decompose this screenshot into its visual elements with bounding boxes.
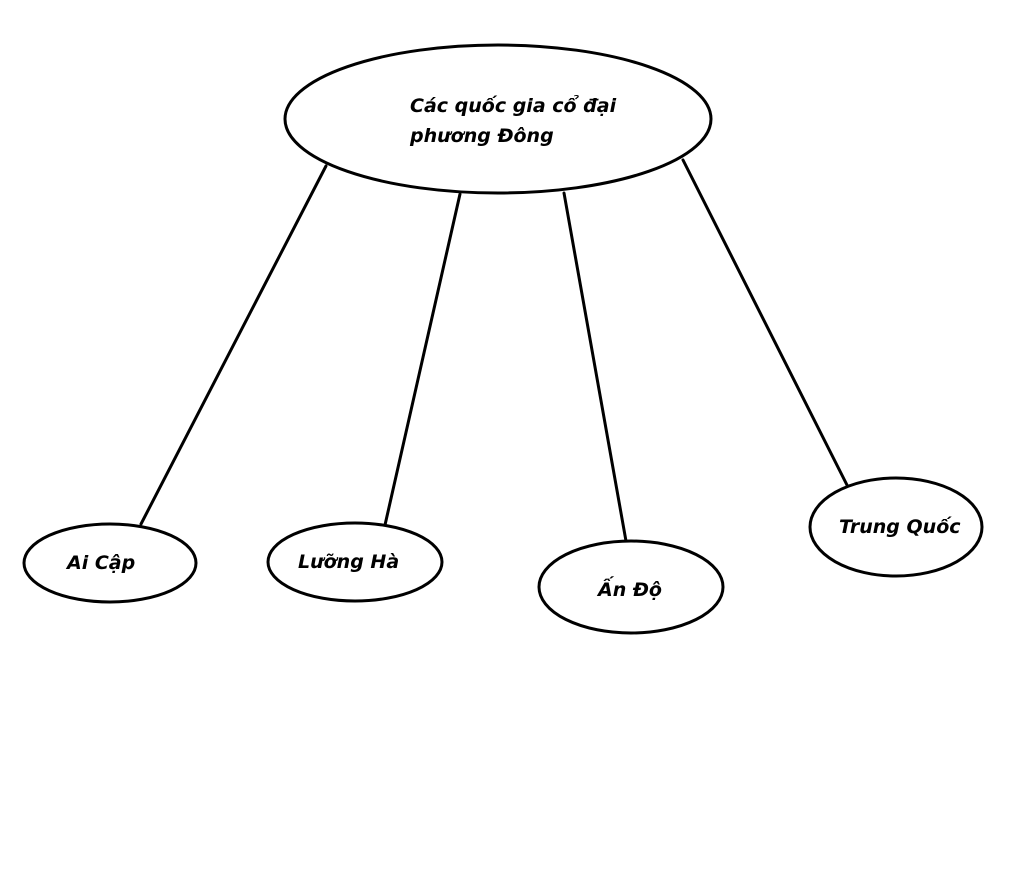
node-an-do: Ấn Độ: [537, 539, 725, 635]
edge-root-luong-ha: [383, 192, 462, 527]
node-luong-ha-ellipse: [266, 521, 444, 603]
node-root-label-line-1: Các quốc gia cổ đại: [410, 94, 617, 117]
node-root: Các quốc gia cổ đại phương Đông: [283, 43, 713, 195]
edge-root-ai-cap: [139, 164, 328, 526]
node-ai-cap-label: Ai Cập: [65, 552, 135, 574]
node-root-label: Các quốc gia cổ đại phương Đông: [409, 94, 623, 147]
edge-root-trung-quoc: [681, 158, 851, 491]
node-ai-cap-ellipse: [22, 522, 198, 604]
node-an-do-label: Ấn Độ: [596, 575, 662, 601]
node-ai-cap: Ai Cập: [22, 522, 198, 604]
edge-root-an-do: [562, 191, 628, 543]
node-luong-ha-label: Lưỡng Hà: [298, 551, 399, 573]
node-an-do-ellipse: [537, 539, 725, 635]
edges: [139, 158, 851, 543]
node-luong-ha: Lưỡng Hà: [266, 521, 444, 603]
node-trung-quoc-ellipse: [808, 476, 984, 578]
node-trung-quoc: Trung Quốc: [808, 476, 984, 578]
node-root-ellipse: [283, 43, 713, 195]
node-root-label-line-2: phương Đông: [409, 125, 554, 147]
node-trung-quoc-label: Trung Quốc: [839, 515, 961, 538]
